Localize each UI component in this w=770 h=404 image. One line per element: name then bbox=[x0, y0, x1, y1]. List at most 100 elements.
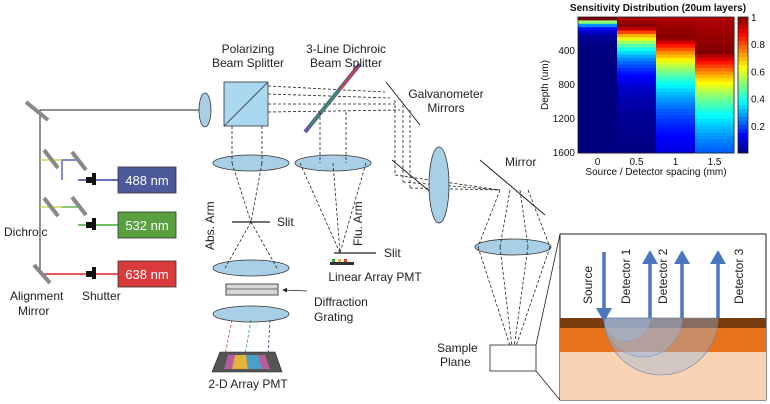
source-label: Source bbox=[581, 266, 595, 304]
heatmap-cell bbox=[578, 105, 618, 110]
heatmap-cell bbox=[656, 47, 696, 52]
colorbar-segment bbox=[738, 97, 748, 102]
colorbar-tick-label: 0.4 bbox=[751, 95, 765, 106]
colorbar-segment bbox=[738, 129, 748, 134]
heatmap-cell bbox=[617, 20, 657, 25]
heatmap-cell bbox=[656, 64, 696, 69]
grating-label-2: Grating bbox=[314, 310, 353, 324]
x-tick-label: 0 bbox=[595, 157, 601, 168]
colorbar-segment bbox=[738, 101, 748, 106]
heatmap-cell bbox=[656, 115, 696, 120]
main-beam-dashed bbox=[267, 85, 401, 113]
colorbar-segment bbox=[738, 61, 748, 66]
shutter-638-icon bbox=[92, 267, 96, 279]
heatmap-cell bbox=[656, 30, 696, 35]
heatmap-cell bbox=[695, 81, 735, 86]
colorbar-segment bbox=[738, 17, 748, 22]
galvo-label-1: Galvanometer bbox=[408, 87, 483, 101]
heatmap-cell bbox=[656, 98, 696, 103]
heatmap-cell bbox=[578, 20, 618, 25]
heatmap-cell bbox=[695, 23, 735, 28]
heatmap-cell bbox=[656, 81, 696, 86]
colorbar-segment bbox=[738, 133, 748, 138]
path-detector-2 bbox=[603, 317, 683, 358]
heatmap-cell bbox=[578, 61, 618, 66]
colorbar-segment bbox=[738, 141, 748, 146]
heatmap-cell bbox=[578, 146, 618, 151]
colorbar-segment bbox=[738, 149, 748, 154]
colorbar-segment bbox=[738, 33, 748, 38]
heatmap-cell bbox=[617, 34, 657, 38]
heatmap-cell bbox=[617, 88, 657, 93]
heatmap-cell bbox=[617, 17, 657, 21]
heatmap-cell bbox=[617, 51, 657, 55]
path-detector-1 bbox=[603, 317, 651, 342]
colorbar-segment bbox=[738, 117, 748, 122]
heatmap-cell bbox=[578, 44, 618, 49]
heatmap-cell bbox=[695, 122, 735, 127]
heatmap-cell bbox=[578, 23, 618, 28]
heatmap-cell bbox=[578, 40, 618, 45]
laser-532-label: 532 nm bbox=[125, 218, 168, 233]
heatmap-cell bbox=[617, 139, 657, 144]
heatmap-cell bbox=[695, 37, 735, 42]
heatmap-cell bbox=[617, 23, 657, 28]
laser-488: 488 nm bbox=[61, 159, 177, 194]
heatmap-cell bbox=[695, 85, 735, 89]
heatmap-cell bbox=[617, 115, 657, 120]
y-tick-label: 1200 bbox=[553, 114, 576, 125]
heatmap-cell bbox=[695, 95, 735, 100]
heatmap-cell bbox=[578, 142, 618, 147]
grating-label-1: Diffraction bbox=[314, 295, 368, 309]
heatmap-cell bbox=[617, 68, 657, 72]
heatmap-cell bbox=[578, 68, 618, 72]
heatmap-cell bbox=[695, 51, 735, 55]
heatmap-cell bbox=[695, 20, 735, 25]
heatmap-cell bbox=[578, 64, 618, 69]
colorbar-segment bbox=[738, 93, 748, 98]
chart-title: Sensitivity Distribution (20um layers) bbox=[570, 3, 746, 14]
y-tick-label: 800 bbox=[558, 80, 575, 91]
y-tick-label: 400 bbox=[558, 46, 575, 57]
heatmap-cell bbox=[578, 125, 618, 130]
heatmap-cell bbox=[578, 78, 618, 83]
heatmap-cell bbox=[617, 85, 657, 89]
laser-488-box bbox=[117, 166, 177, 194]
heatmap-cell bbox=[578, 139, 618, 144]
abs-lens-2-icon bbox=[212, 259, 290, 277]
layer-top-icon bbox=[560, 318, 766, 328]
colorbar-segment bbox=[738, 49, 748, 54]
input-lens-icon bbox=[198, 92, 212, 128]
heatmap-cell bbox=[578, 85, 618, 89]
heatmap-cell bbox=[695, 44, 735, 49]
heatmap-cell bbox=[617, 95, 657, 100]
colorbar-segment bbox=[738, 85, 748, 90]
heatmap-cell bbox=[695, 78, 735, 83]
y-tick-label: 1600 bbox=[553, 148, 576, 159]
heatmap-cell bbox=[578, 88, 618, 93]
colorbar-segment bbox=[738, 65, 748, 70]
dichroic-label: Dichroic bbox=[4, 225, 47, 239]
heatmap-cell bbox=[578, 122, 618, 127]
heatmap-cell bbox=[578, 47, 618, 52]
flu-arm-label: Flu. Arm bbox=[351, 201, 365, 246]
heatmap-cell bbox=[695, 139, 735, 144]
heatmap-cell bbox=[578, 136, 618, 140]
colorbar-segment bbox=[738, 21, 748, 26]
colorbar-segment bbox=[738, 105, 748, 110]
heatmap-cell bbox=[578, 81, 618, 86]
shutter-532-icon bbox=[92, 218, 96, 230]
colorbar bbox=[738, 17, 748, 154]
heatmap-cell bbox=[695, 27, 735, 32]
laser-532: 532 nm bbox=[62, 206, 177, 239]
layer-middle-icon bbox=[560, 328, 766, 352]
heatmap-cell bbox=[578, 57, 618, 62]
heatmap-cell bbox=[617, 112, 657, 117]
colorbar-frame bbox=[737, 16, 749, 154]
heatmap-cell bbox=[695, 142, 735, 147]
heatmap-cell bbox=[578, 30, 618, 35]
heatmap-cell bbox=[695, 132, 735, 137]
heatmap-cell bbox=[578, 51, 618, 55]
dichroic-mirrors bbox=[24, 100, 88, 285]
